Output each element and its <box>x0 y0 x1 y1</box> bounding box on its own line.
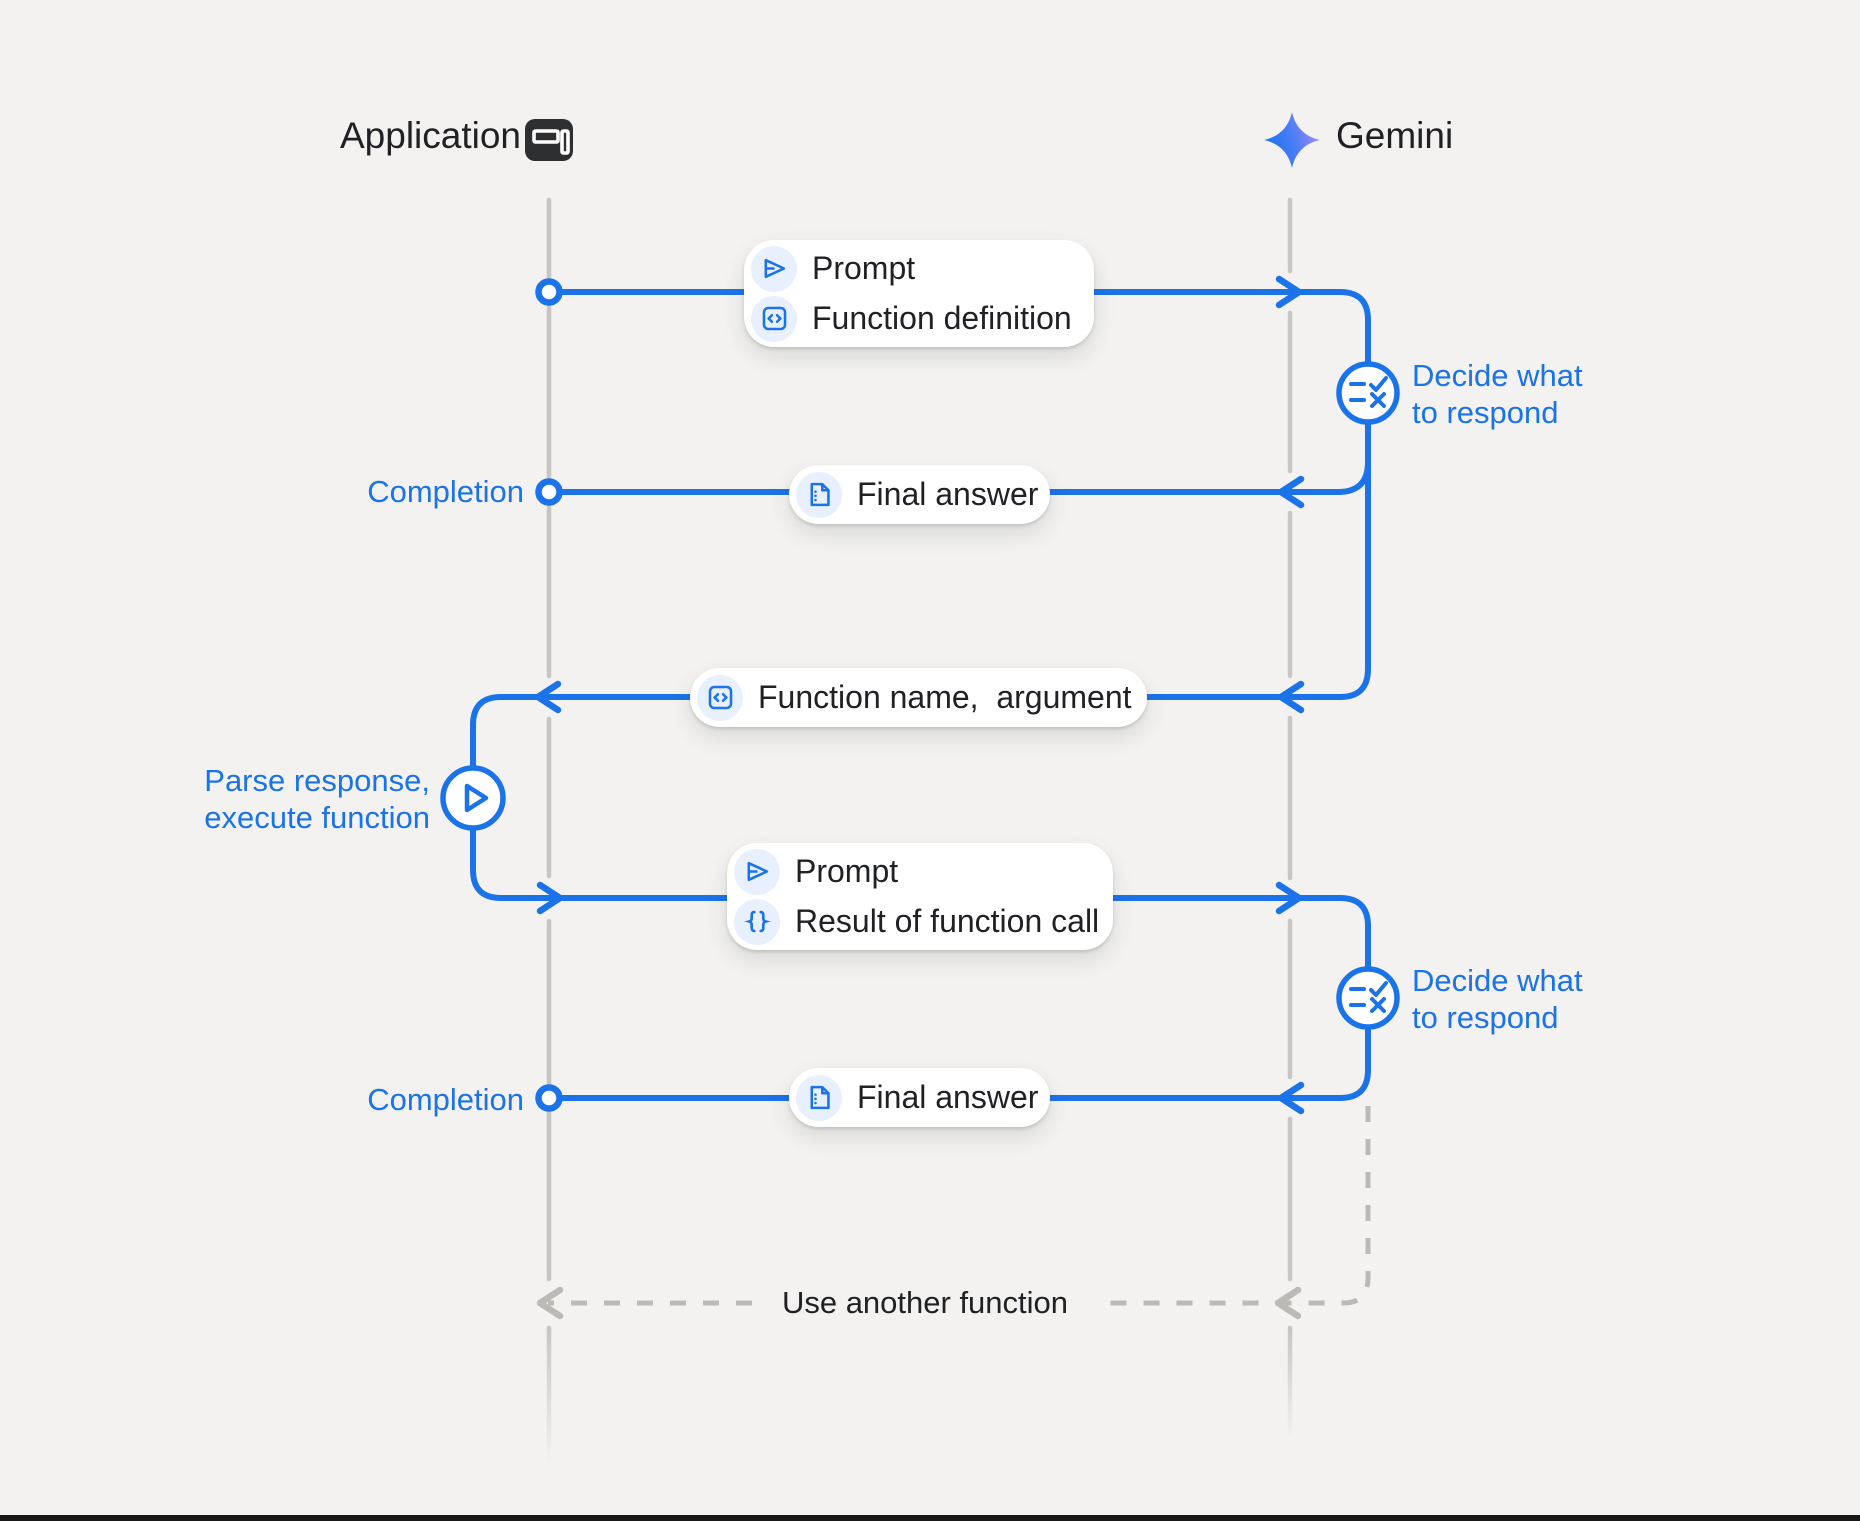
bottom-edge-bar <box>0 1515 1860 1521</box>
message-card-function-name-argument: Function name, argument <box>690 668 1147 727</box>
prompt-start-endpoint <box>539 282 560 303</box>
decide-label-1: Decide what to respond <box>1412 357 1583 431</box>
send-icon <box>751 245 797 292</box>
card-row: Final answer <box>796 465 1050 524</box>
completion-label-2: Completion <box>367 1082 524 1117</box>
document-icon <box>796 471 842 518</box>
use-another-function-dashed-path <box>540 1106 1371 1316</box>
app-window-icon <box>525 119 573 161</box>
application-label: Application <box>340 115 522 156</box>
send-icon <box>734 848 780 895</box>
decide-node-1 <box>1336 361 1400 425</box>
decide-node-2 <box>1336 966 1400 1030</box>
actor-gemini: Gemini <box>1336 115 1453 157</box>
parse-response-line2: execute function <box>204 800 430 835</box>
card-row-label: Final answer <box>857 1079 1039 1115</box>
play-icon <box>464 783 489 813</box>
card-row-label: Function name, argument <box>758 679 1132 715</box>
decide-1-line2: to respond <box>1412 395 1559 430</box>
card-row: Function name, argument <box>697 668 1147 727</box>
rule-check-x-icon <box>1349 981 1388 1013</box>
rule-check-x-icon <box>1349 376 1388 408</box>
card-row: Final answer <box>796 1068 1050 1127</box>
code-icon <box>751 295 797 342</box>
parse-response-line1: Parse response, <box>204 763 430 798</box>
card-row-label: Prompt <box>812 250 916 286</box>
completion-label-1: Completion <box>367 474 524 509</box>
card-row: Result of function call <box>734 897 1113 947</box>
braces-icon <box>734 898 780 945</box>
actor-application: Application <box>340 115 521 157</box>
message-card-final-answer-1: Final answer <box>789 465 1050 524</box>
card-row-label: Function definition <box>812 300 1072 336</box>
decide-label-2: Decide what to respond <box>1412 962 1583 1036</box>
code-icon <box>697 674 743 721</box>
document-icon <box>796 1074 842 1121</box>
parse-execute-node <box>440 765 506 831</box>
card-row: Prompt <box>734 847 1113 897</box>
parse-response-label: Parse response, execute function <box>180 762 430 836</box>
completion-1-endpoint <box>539 482 560 503</box>
message-card-prompt-function-definition: Prompt Function definition <box>744 240 1094 347</box>
card-row-label: Prompt <box>795 853 899 889</box>
decide-2-line2: to respond <box>1412 1000 1559 1035</box>
decide-1-line1: Decide what <box>1412 358 1583 393</box>
gemini-label: Gemini <box>1336 115 1454 156</box>
card-row: Prompt <box>751 244 1094 294</box>
completion-2-endpoint <box>539 1088 560 1109</box>
card-row-label: Final answer <box>857 476 1039 512</box>
card-row-label: Result of function call <box>795 903 1100 939</box>
final-answer-branch-path <box>558 459 1371 495</box>
decide-2-line1: Decide what <box>1412 963 1583 998</box>
gemini-sparkle-icon <box>1264 112 1320 168</box>
message-card-prompt-result: Prompt Result of function call <box>727 843 1113 950</box>
message-card-final-answer-2: Final answer <box>789 1068 1050 1127</box>
card-row: Function definition <box>751 294 1094 344</box>
use-another-function-label: Use another function <box>781 1285 1069 1320</box>
